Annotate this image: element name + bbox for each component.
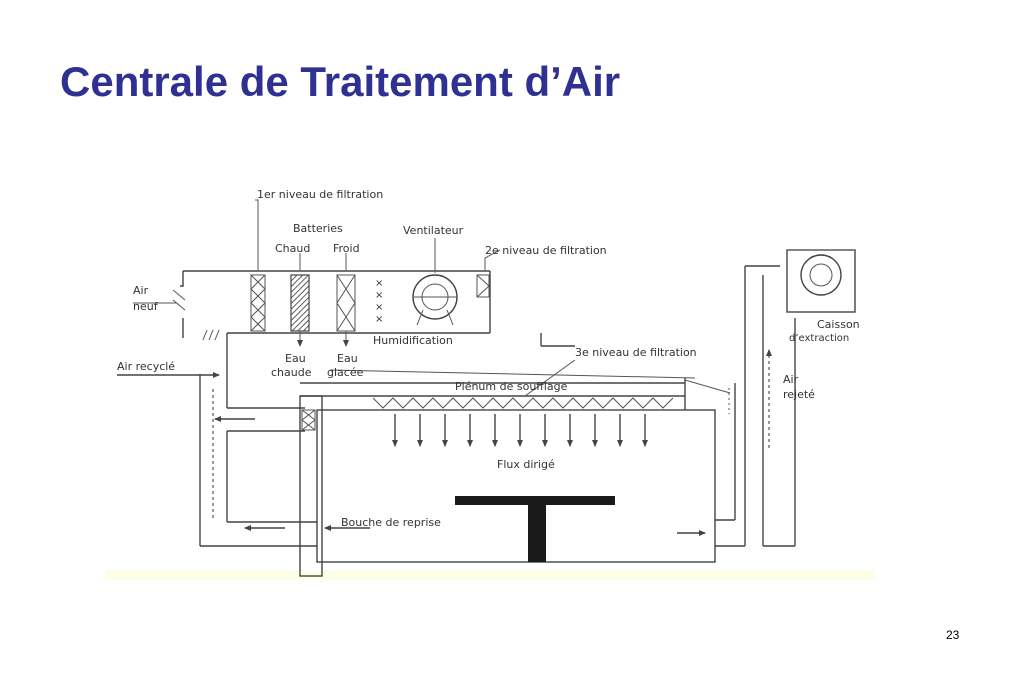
centrifugal-fan-icon: [786, 249, 856, 313]
return-duct: [199, 374, 317, 547]
label-eau-chaude-1: Eau: [285, 352, 306, 365]
clean-room: [299, 378, 716, 577]
label-froid: Froid: [333, 242, 360, 255]
filtration-3-leader: [524, 359, 576, 397]
label-filtration-1: 1er niveau de filtration: [257, 188, 383, 201]
label-eau-glacee-1: Eau: [337, 352, 358, 365]
plenum-leader: [684, 379, 731, 394]
label-eau-glacee-2: glacée: [327, 366, 364, 379]
label-ventilateur: Ventilateur: [403, 224, 464, 237]
label-plenum: Plénum de soufflage: [455, 380, 568, 393]
label-caisson-2: d’extraction: [789, 333, 849, 344]
ahu-diagram: × × × × 1er niveau: [105, 178, 875, 580]
diffuser-icon: [372, 397, 674, 409]
label-air-neuf-1: Air: [133, 284, 149, 297]
filtration-1-leader: [255, 199, 259, 270]
svg-text:×: ×: [375, 314, 383, 325]
label-chaud: Chaud: [275, 242, 310, 255]
filter-icon: [476, 274, 490, 298]
supply-duct-line: [329, 369, 696, 379]
cooling-coil-icon: [336, 274, 356, 332]
label-humidification: Humidification: [373, 334, 453, 347]
louver-marks: [202, 329, 220, 341]
humidifier-icon: × × × ×: [375, 278, 383, 325]
centrifugal-fan-icon: [412, 274, 458, 326]
svg-text:×: ×: [375, 278, 383, 289]
label-air-recycle: Air recyclé: [117, 360, 175, 373]
svg-text:×: ×: [375, 290, 383, 301]
label-air-neuf-2: neuf: [133, 300, 159, 313]
work-table: [455, 496, 615, 562]
air-neuf-damper: [172, 289, 186, 301]
ahu-casing: [180, 270, 491, 408]
label-bouche: Bouche de reprise: [341, 516, 441, 529]
label-caisson-1: Caisson: [817, 318, 860, 331]
slide-title: Centrale de Traitement d’Air: [60, 58, 621, 105]
figure-bottom-band: [105, 570, 875, 580]
label-flux: Flux dirigé: [497, 458, 555, 471]
page-number: 23: [946, 628, 960, 642]
label-eau-chaude-2: chaude: [271, 366, 312, 379]
heating-coil-icon: [290, 274, 310, 332]
label-filtration-3: 3e niveau de filtration: [575, 346, 697, 359]
flow-arrows: [392, 414, 648, 447]
extraction-duct: [715, 265, 796, 547]
svg-text:×: ×: [375, 302, 383, 313]
ahu-diagram-svg: × × × × 1er niveau: [105, 188, 875, 580]
filter-icon: [250, 274, 266, 332]
label-air-rejete-2: rejeté: [783, 388, 815, 401]
label-filtration-2: 2e niveau de filtration: [485, 244, 607, 257]
filtration-2-leader: [484, 249, 501, 270]
air-neuf-damper-2: [172, 299, 186, 311]
filter-icon: [301, 409, 316, 431]
label-air-rejete-1: Air: [783, 373, 799, 386]
label-batteries: Batteries: [293, 222, 343, 235]
